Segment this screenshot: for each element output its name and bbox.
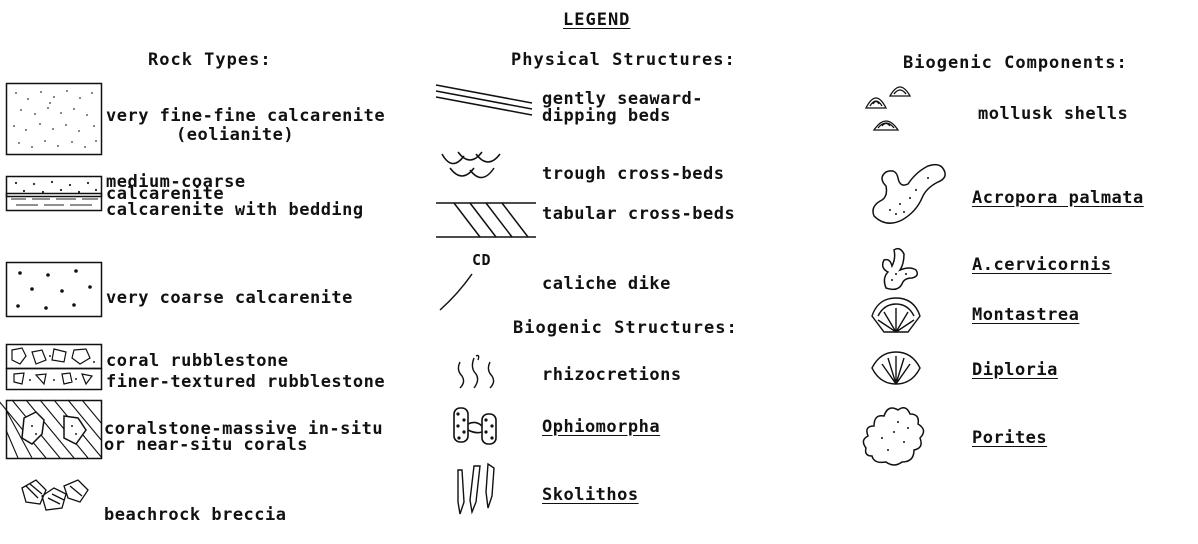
fine-calcarenite-symbol	[6, 83, 102, 155]
fine-calcarenite-label: very fine-fine calcarenite	[106, 108, 385, 125]
biogenic-components-header: Biogenic Components:	[903, 55, 1128, 72]
porites-symbol	[858, 402, 930, 470]
diploria-label: Diploria	[972, 362, 1058, 379]
very-coarse-label: very coarse calcarenite	[106, 290, 353, 307]
skolithos-label: Skolithos	[542, 487, 639, 504]
biogenic-structures-header: Biogenic Structures:	[513, 320, 738, 337]
montastrea-symbol	[868, 294, 924, 338]
rock-types-header: Rock Types:	[148, 52, 272, 69]
coral-rubblestone-label: coral rubblestone	[106, 353, 289, 370]
diploria-symbol	[868, 350, 924, 386]
bedded-calcarenite-symbol	[6, 193, 102, 213]
rhizocretions-label: rhizocretions	[542, 367, 682, 384]
trough-cross-beds-symbol	[440, 148, 510, 186]
trough-cross-beds-label: trough cross-beds	[542, 166, 725, 183]
very-coarse-calcarenite-symbol	[6, 262, 102, 318]
coral-rubblestone-symbol	[6, 344, 102, 392]
a-cervicornis-label: A.cervicornis	[972, 257, 1112, 274]
acropora-palmata-label: Acropora palmata	[972, 190, 1144, 207]
seaward-dipping-beds-symbol	[436, 83, 536, 117]
coralstone-label-2: or near-situ corals	[104, 437, 308, 454]
mollusk-shells-symbol	[860, 82, 926, 142]
caliche-dike-label: caliche dike	[542, 276, 671, 293]
fine-calcarenite-label-2: (eolianite)	[176, 127, 294, 144]
seaward-dipping-label-2: dipping beds	[542, 108, 671, 125]
caliche-dike-cd-label: CD	[472, 253, 491, 268]
coralstone-symbol	[6, 400, 102, 460]
a-cervicornis-symbol	[876, 244, 926, 294]
rhizocretions-symbol	[452, 354, 502, 390]
tabular-cross-beds-label: tabular cross-beds	[542, 206, 735, 223]
finer-rubblestone-label: finer-textured rubblestone	[106, 374, 385, 391]
ophiomorpha-label: Ophiomorpha	[542, 419, 660, 436]
ophiomorpha-symbol	[450, 402, 506, 448]
mollusk-shells-label: mollusk shells	[978, 106, 1128, 123]
skolithos-symbol	[452, 462, 502, 518]
tabular-cross-beds-symbol	[434, 200, 538, 240]
acropora-palmata-symbol	[868, 160, 958, 230]
beachrock-breccia-symbol	[18, 476, 94, 516]
montastrea-label: Montastrea	[972, 307, 1079, 324]
physical-structures-header: Physical Structures:	[511, 52, 736, 69]
legend-title: LEGEND	[563, 12, 630, 29]
beachrock-breccia-label: beachrock breccia	[104, 507, 287, 524]
porites-label: Porites	[972, 430, 1047, 447]
bedded-calcarenite-label: calcarenite with bedding	[106, 202, 364, 219]
